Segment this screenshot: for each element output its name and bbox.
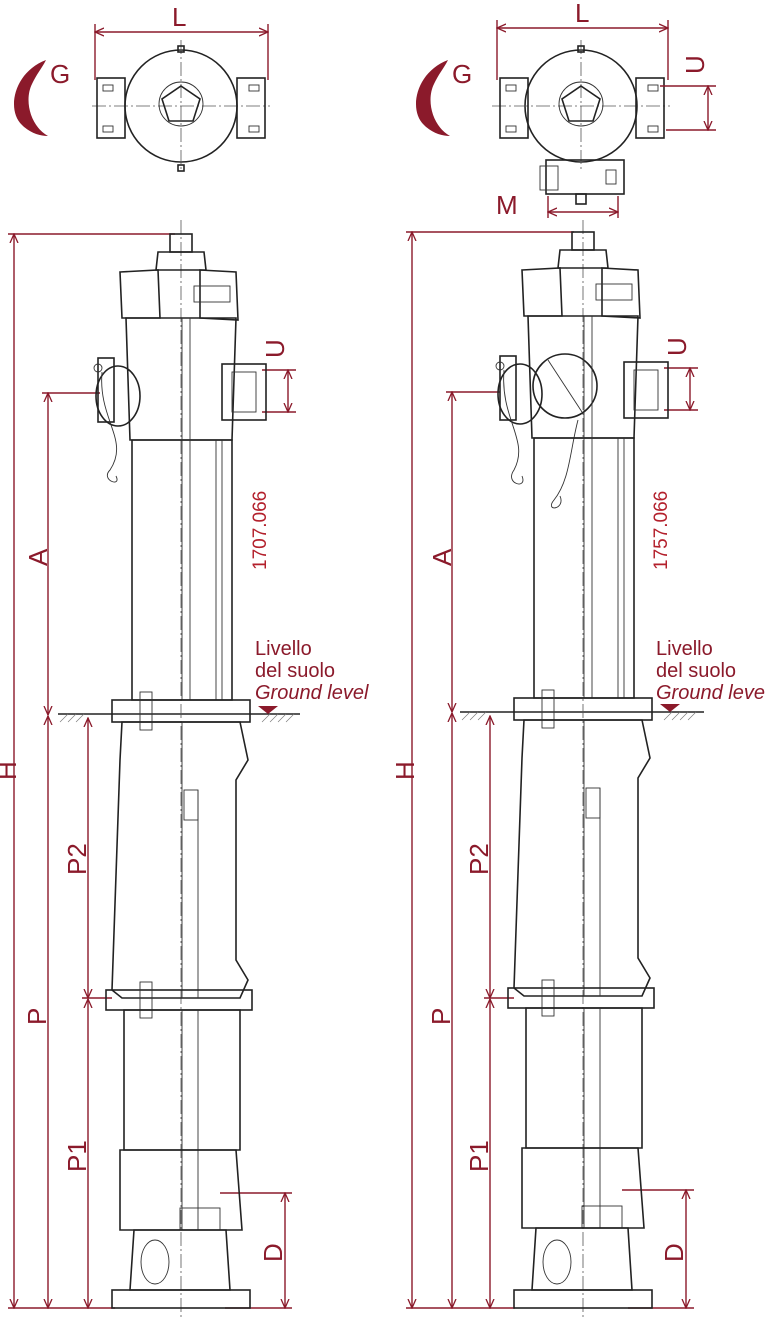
left-dim-U: U — [260, 339, 290, 358]
left-logo-letter: G — [50, 59, 70, 89]
left-dim-L: L — [172, 2, 186, 32]
right-hydrant-body — [495, 220, 669, 1318]
left-ground-line3: Ground level — [255, 682, 369, 704]
left-logo: G — [14, 59, 70, 136]
left-code: 1707.066 — [250, 491, 271, 570]
right-ground-line1: Livello — [656, 638, 713, 660]
left-ground-line2: del suolo — [255, 660, 335, 682]
right-code: 1757.066 — [651, 491, 672, 570]
right-dim-U: U — [662, 337, 692, 356]
right-ground-line3: Ground leve — [656, 682, 765, 704]
right-dim-U-top: U — [680, 55, 710, 74]
left-dim-P1: P1 — [62, 1140, 92, 1172]
left-dim-H: H — [0, 761, 22, 780]
left-dim-P: P — [22, 1008, 52, 1025]
left-drawing: G L H A — [0, 2, 369, 1318]
left-dim-D: D — [258, 1243, 288, 1262]
right-dim-P1: P1 — [464, 1140, 494, 1172]
right-dim-P: P — [426, 1008, 456, 1025]
right-dim-P2: P2 — [464, 843, 494, 875]
right-logo-letter: G — [452, 59, 472, 89]
right-dim-A: A — [427, 548, 457, 566]
left-ground-line1: Livello — [255, 638, 312, 660]
right-ground-hatch — [461, 711, 697, 721]
left-top-view — [92, 40, 270, 172]
right-dim-D: D — [659, 1243, 689, 1262]
left-ground-marker — [258, 706, 278, 714]
right-drawing: G L U — [390, 0, 765, 1318]
left-logo-crescent — [14, 60, 48, 136]
right-ground-line2: del suolo — [656, 660, 736, 682]
left-dim-A: A — [23, 548, 53, 566]
right-top-view — [492, 40, 670, 205]
right-dim-M: M — [496, 190, 518, 220]
right-logo: G — [416, 59, 472, 136]
left-dim-P2: P2 — [62, 843, 92, 875]
left-hydrant-body — [93, 220, 267, 1318]
right-dim-L: L — [575, 0, 589, 28]
right-logo-crescent — [416, 60, 450, 136]
right-dim-H: H — [390, 761, 420, 780]
left-ground-hatch — [59, 713, 295, 723]
right-ground-marker — [660, 704, 680, 712]
